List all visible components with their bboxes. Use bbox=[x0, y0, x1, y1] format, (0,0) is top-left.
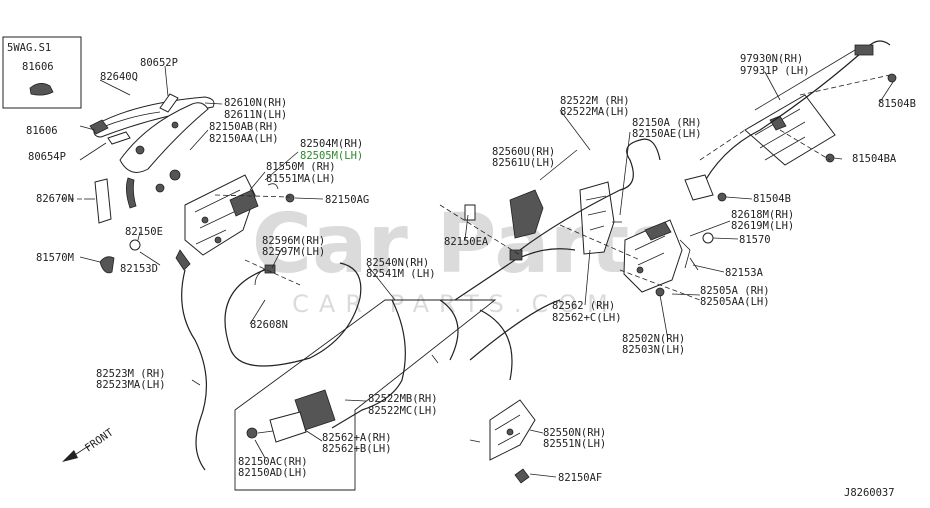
callout-81550M: 81550M (RH) bbox=[266, 161, 336, 173]
callout-82150EA: 82150EA bbox=[444, 236, 489, 248]
callout-82150A: 82150A (RH) bbox=[632, 117, 702, 129]
callout-82618M: 82618M(RH) bbox=[731, 209, 794, 221]
callout-82150AA: 82150AA(LH) bbox=[209, 133, 279, 145]
callout-81504B-top: 81504B bbox=[878, 98, 916, 110]
center-remote-controller bbox=[454, 138, 661, 361]
callout-82551N: 82551N(LH) bbox=[543, 438, 606, 450]
power-slide-actuator bbox=[684, 40, 897, 202]
callout-82619M: 82619M(LH) bbox=[731, 220, 794, 232]
callout-82150AB: 82150AB(RH) bbox=[209, 121, 279, 133]
callout-81570: 81570 bbox=[739, 234, 771, 246]
callout-82561U: 82561U(LH) bbox=[492, 157, 555, 169]
callout-82522M: 82522M (RH) bbox=[560, 95, 630, 107]
front-direction-arrow: FRONT bbox=[62, 426, 116, 462]
callout-82596M: 82596M(RH) bbox=[262, 235, 325, 247]
callout-82562-B: 82562+B(LH) bbox=[322, 443, 392, 455]
front-door-lock bbox=[175, 174, 295, 271]
callout-80654P: 80654P bbox=[28, 151, 66, 163]
callout-82550N: 82550N(RH) bbox=[543, 427, 606, 439]
callout-labels: 80652P 82640Q 82610N(RH) 82611N(LH) 8215… bbox=[26, 53, 916, 484]
callout-82505A: 82505A (RH) bbox=[700, 285, 770, 297]
callout-82505M: 82505M(LH) bbox=[300, 150, 363, 162]
callout-82522MC: 82522MC(LH) bbox=[368, 405, 438, 417]
callout-82153A: 82153A bbox=[725, 267, 764, 279]
callout-81504B-mid: 81504B bbox=[753, 193, 791, 205]
callout-82523M: 82523M (RH) bbox=[96, 368, 166, 380]
callout-82608N: 82608N bbox=[250, 319, 288, 331]
callout-82502N: 82502N(RH) bbox=[622, 333, 685, 345]
callout-82522MB: 82522MB(RH) bbox=[368, 393, 438, 405]
leader-lines bbox=[79, 65, 894, 478]
callout-82597M: 82597M(LH) bbox=[262, 246, 325, 258]
callout-82150AG: 82150AG bbox=[325, 194, 369, 206]
callout-82504M: 82504M(RH) bbox=[300, 138, 363, 150]
callout-82150E: 82150E bbox=[125, 226, 163, 238]
front-label: FRONT bbox=[83, 426, 116, 454]
rear-door-lock bbox=[612, 219, 714, 297]
callout-82150AC: 82150AC(RH) bbox=[238, 456, 308, 468]
inset-box: 5WAG.S1 81606 bbox=[2, 36, 82, 109]
callout-97931P: 97931P (LH) bbox=[740, 65, 810, 77]
drawing-code: J8260037 bbox=[844, 487, 895, 499]
inset-model-label: 5WAG.S1 bbox=[7, 42, 51, 54]
callout-82640Q: 82640Q bbox=[100, 71, 138, 83]
callout-82540N: 82540N(RH) bbox=[366, 257, 429, 269]
callout-82611N: 82611N(LH) bbox=[224, 109, 287, 121]
callout-82610N: 82610N(RH) bbox=[224, 97, 287, 109]
callout-82523MA: 82523MA(LH) bbox=[96, 379, 166, 391]
dashed-lines bbox=[60, 74, 891, 301]
callout-82562-C: 82562+C(LH) bbox=[552, 312, 622, 324]
callout-81551MA: 81551MA(LH) bbox=[266, 173, 336, 185]
callout-82150AF: 82150AF bbox=[558, 472, 602, 484]
callout-82522MA: 82522MA(LH) bbox=[560, 106, 630, 118]
callout-82150AD: 82150AD(LH) bbox=[238, 467, 308, 479]
lower-latch bbox=[469, 309, 536, 484]
callout-80652P: 80652P bbox=[140, 57, 178, 69]
callout-82670N: 82670N bbox=[36, 193, 74, 205]
callout-82505AA: 82505AA(LH) bbox=[700, 296, 770, 308]
callout-82562: 82562 (RH) bbox=[552, 300, 615, 312]
callout-97930N: 97930N(RH) bbox=[740, 53, 803, 65]
callout-82150AE: 82150AE(LH) bbox=[632, 128, 702, 140]
inset-part-label: 81606 bbox=[22, 61, 54, 73]
outside-handle-assembly bbox=[89, 93, 215, 274]
callout-82562-A: 82562+A(RH) bbox=[322, 432, 392, 444]
callout-82153D: 82153D bbox=[120, 263, 158, 275]
sub-assembly-box bbox=[234, 299, 497, 491]
callout-82560U: 82560U(RH) bbox=[492, 146, 555, 158]
left-cables bbox=[181, 262, 459, 471]
watermark-sub: CAR PARTS.COM bbox=[292, 290, 618, 318]
callout-81570M: 81570M bbox=[36, 252, 74, 264]
inset-cap-part bbox=[29, 83, 54, 96]
callout-82541M: 82541M (LH) bbox=[366, 268, 436, 280]
callout-81504BA: 81504BA bbox=[852, 153, 897, 165]
callout-81606: 81606 bbox=[26, 125, 58, 137]
callout-82503N: 82503N(LH) bbox=[622, 344, 685, 356]
